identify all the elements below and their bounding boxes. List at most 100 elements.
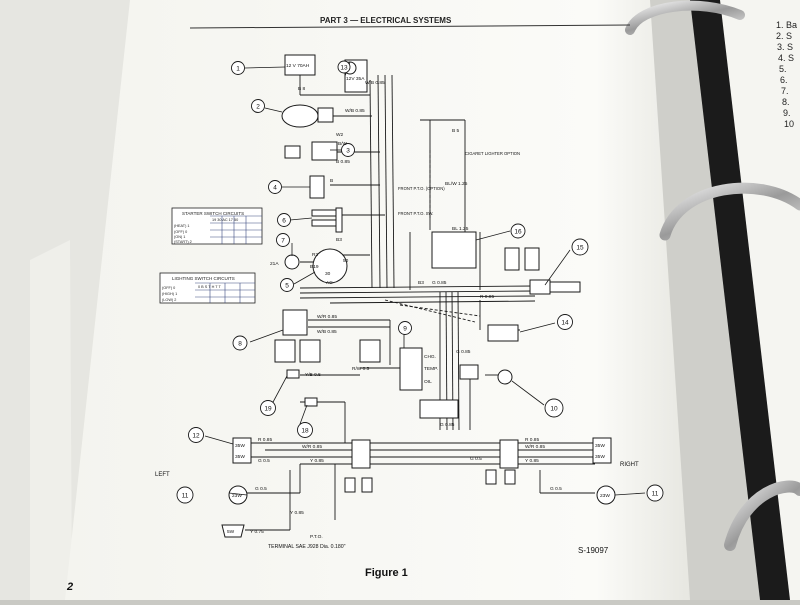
wire-label: W/B 0.85 [365,80,385,86]
wire-label: R2 [312,252,318,258]
table-row: (HEAT) 1 [174,224,190,228]
callout-1 [231,61,245,75]
sender [497,369,513,385]
harness-wire [384,74,388,289]
wire-label: B/W [338,141,348,147]
table-title: LIGHTING SWITCH CIRCUITS [172,276,235,281]
wire-label: W2 [336,132,344,138]
right-item: 7. [781,86,789,96]
sensor-19 [286,369,300,379]
callout-19 [260,400,276,416]
callout-number: 14 [561,320,569,327]
wire-label: Y 0.85 [290,510,304,516]
horn [487,324,519,342]
wire-label: W/R 0.85 [525,444,545,450]
wire-label: B 8 [298,86,306,92]
gauge-plug [359,339,381,363]
harness-wire [299,295,536,299]
lighting-switch-table: LIGHTING SWITCH CIRCUITS 0 B S T H T T (… [159,272,256,304]
wire-label: G 0.85 [432,280,447,286]
gauge-chg-label: CHG. [424,354,436,360]
wire-label: AC [326,280,333,286]
battery-label: 12 V 70AH [286,63,310,69]
harness-wire [369,79,373,289]
work-light [549,281,581,293]
callout-number: 12 [192,433,200,440]
callout-13 [337,60,351,74]
switch-plug [299,339,321,363]
callout-number: 8 [238,341,242,348]
wire-label: Y 0.85 [310,458,324,464]
callout-10 [544,398,564,418]
lamp-rating: 5W [227,529,235,535]
callout-leaders [204,61,646,496]
callout-number: 2 [256,104,260,111]
wire-label: Y/B 0.5 [305,372,321,378]
harness-wire [329,300,536,304]
optional-wire [399,304,481,317]
wire-label: W/R 0.85 [302,444,322,450]
callout-2 [251,99,265,113]
wire-label: G 0.5 [258,458,270,464]
sender-plug [459,364,479,380]
wire-label: Y 0.85 [525,458,539,464]
binder-spine [690,0,790,600]
binder-ring-bottom [724,480,800,551]
callout-3 [341,143,355,157]
resistor [311,219,338,227]
optional-wire [384,299,476,323]
right-item: 10 [784,119,794,129]
callout-7 [276,233,290,247]
table-row: (HIGH) 1 [162,292,177,296]
table-title: STARTER SWITCH CIRCUITS [182,211,244,216]
harness-connector-right [499,439,519,469]
battery [284,54,316,76]
harness-wire [299,290,536,294]
front-pto-switch-label: FRONT P.T.O. SW. [398,211,433,216]
callout-18 [297,422,313,438]
manual-page [65,0,690,600]
wire-label: 21A [270,261,279,267]
callout-number: 11 [182,493,189,500]
right-item: 2. S [776,31,792,41]
table-row: (OFF) 0 [162,286,175,290]
table-row: (LOW) 2 [162,298,176,302]
regulator-plug [284,145,301,159]
headlamp-left [232,437,252,464]
table-grid [210,215,262,244]
callout-5 [280,278,294,292]
callout-number: 18 [301,428,309,435]
small-plug [485,469,497,485]
wire-label: W/B 0.85 [345,108,365,114]
pto-label: P.T.O. [310,534,323,540]
main-connector [431,231,477,269]
wire-label: W/B 0.85 [317,329,337,335]
right-item: 5. [779,64,787,74]
callout-number: 16 [514,229,522,236]
wire-label: R 0.85 [525,437,539,443]
front-pto-option-label: FRONT P.T.O. (OPTION) [398,186,445,191]
table-row: (START) 2 [174,240,192,244]
wire-label: B [330,178,333,184]
wiring-diagram [240,74,595,531]
wire-label: W/R 0.85 [317,314,337,320]
harness-wire [391,74,395,289]
connector-small [504,247,520,271]
wire-label: B 0.85 [336,159,350,165]
callout-number: 11 [652,491,659,498]
right-item: 1. Ba [776,20,797,30]
callout-11-right [646,484,664,502]
right-page-list: 1. Ba 2. S 3. S 4. S 5. 6. 7. 8. 9. 10 [776,20,797,129]
callout-number: 3 [346,148,350,155]
callout-circles [176,60,664,504]
callout-number: 1 [236,66,240,73]
table-row: (ON) 1 [174,235,185,239]
connector-small [524,247,540,271]
tail-lamp [221,524,245,538]
wire-label: BL/W 1.25 [445,181,468,187]
headlamp-right [592,437,612,464]
wire-label: G 0.5 [550,486,562,492]
wire-label: B19 [310,264,319,270]
small-plug [504,469,516,485]
